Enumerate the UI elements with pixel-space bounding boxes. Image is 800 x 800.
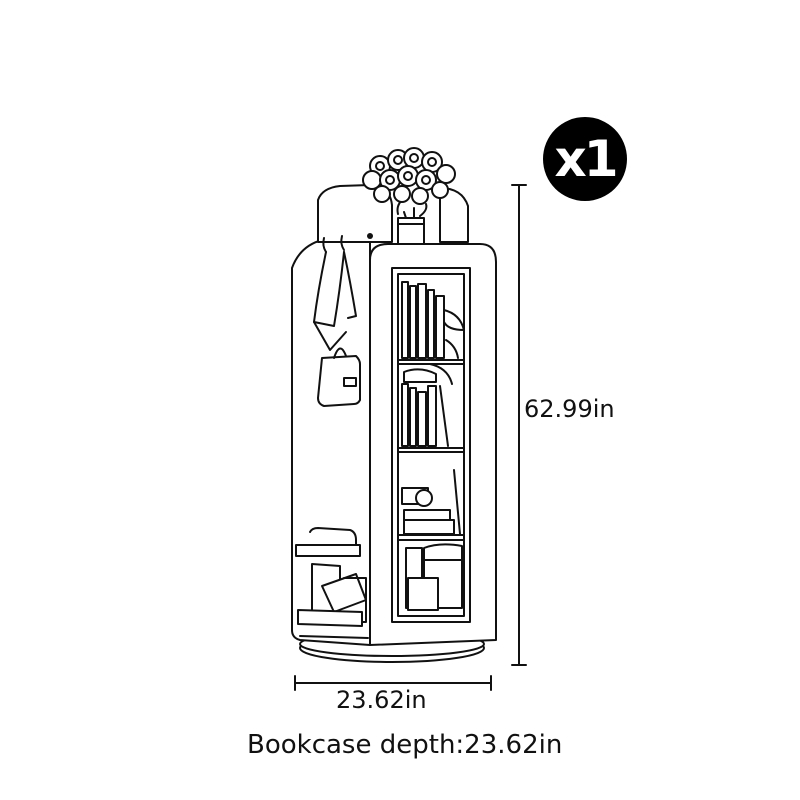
magazine-rack-icon xyxy=(295,527,369,639)
width-dimension-line xyxy=(294,675,492,691)
hooks xyxy=(322,233,373,253)
depth-caption: Bookcase depth:23.62in xyxy=(247,730,563,760)
bag-icon xyxy=(317,355,361,407)
flower-vase-icon xyxy=(362,147,456,245)
quantity-badge: x1 xyxy=(543,117,627,201)
book-icon xyxy=(401,281,465,611)
height-dimension-line xyxy=(511,184,527,666)
hanging-bag xyxy=(313,251,361,407)
height-label: 62.99in xyxy=(524,395,615,423)
width-label: 23.62in xyxy=(336,686,427,714)
